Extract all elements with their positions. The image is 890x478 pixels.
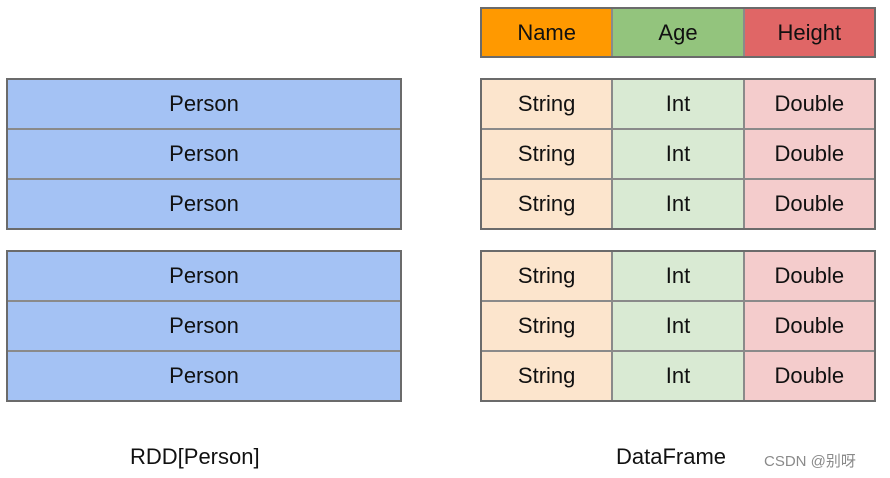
dataframe-row: String Int Double xyxy=(482,352,874,400)
cell-int: Int xyxy=(613,302,743,350)
cell-string: String xyxy=(482,352,612,400)
cell-double: Double xyxy=(744,252,874,300)
rdd-row-person: Person xyxy=(8,130,400,178)
rdd-row-person: Person xyxy=(8,352,400,400)
cell-string: String xyxy=(482,80,612,128)
dataframe-row: String Int Double xyxy=(482,80,874,128)
header-height: Height xyxy=(744,9,874,56)
cell-int: Int xyxy=(613,130,743,178)
cell-string: String xyxy=(482,180,612,228)
dataframe-caption: DataFrame xyxy=(616,444,727,469)
cell-double: Double xyxy=(744,80,874,128)
cell-int: Int xyxy=(613,80,743,128)
rdd-partition-1: Person Person Person xyxy=(6,78,402,230)
dataframe-schema-header: Name Age Height xyxy=(480,7,876,58)
header-name: Name xyxy=(482,9,612,56)
dataframe-row: String Int Double xyxy=(482,302,874,350)
rdd-partition-2: Person Person Person xyxy=(6,250,402,402)
header-row: Name Age Height xyxy=(482,9,874,56)
dataframe-row: String Int Double xyxy=(482,252,874,300)
cell-string: String xyxy=(482,130,612,178)
cell-double: Double xyxy=(744,302,874,350)
dataframe-row: String Int Double xyxy=(482,130,874,178)
rdd-row-person: Person xyxy=(8,302,400,350)
cell-double: Double xyxy=(744,352,874,400)
cell-string: String xyxy=(482,302,612,350)
dataframe-partition-2: String Int Double String Int Double Stri… xyxy=(480,250,876,402)
rdd-caption: RDD[Person] xyxy=(130,444,260,469)
cell-int: Int xyxy=(613,252,743,300)
rdd-row-person: Person xyxy=(8,180,400,228)
cell-int: Int xyxy=(613,352,743,400)
rdd-row-person: Person xyxy=(8,252,400,300)
rdd-row-person: Person xyxy=(8,80,400,128)
cell-double: Double xyxy=(744,180,874,228)
cell-int: Int xyxy=(613,180,743,228)
cell-string: String xyxy=(482,252,612,300)
dataframe-partition-1: String Int Double String Int Double Stri… xyxy=(480,78,876,230)
cell-double: Double xyxy=(744,130,874,178)
header-age: Age xyxy=(613,9,743,56)
dataframe-row: String Int Double xyxy=(482,180,874,228)
watermark: CSDN @别呀 xyxy=(764,453,856,470)
